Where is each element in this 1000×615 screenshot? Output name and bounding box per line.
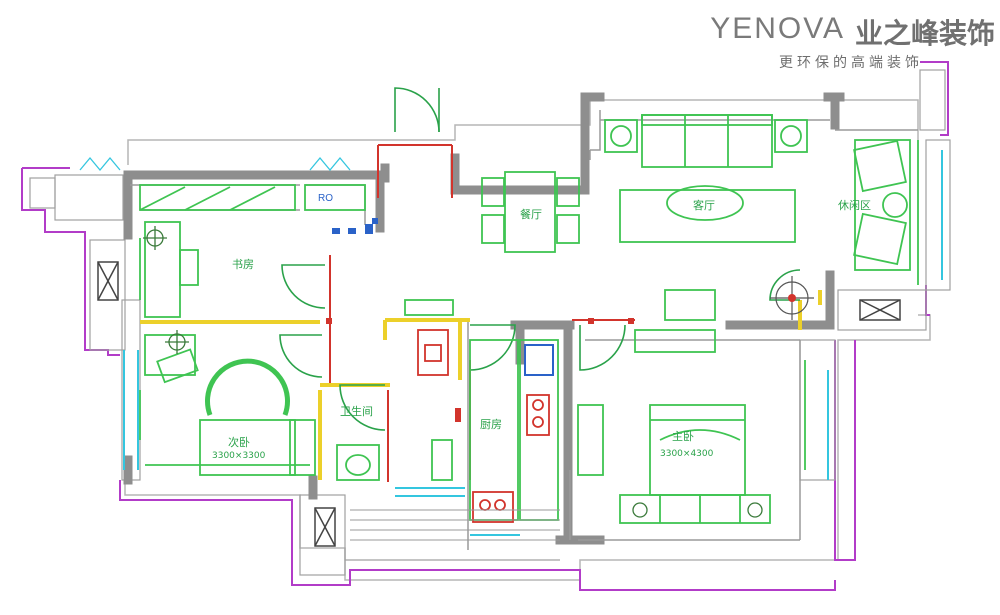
room-label-dining: 餐厅 xyxy=(520,207,542,221)
room-label-bedroom2: 次卧 xyxy=(228,435,250,449)
brand-logo: YENOVA 业之峰装饰 更环保的高端装饰 xyxy=(690,12,995,72)
main-walls xyxy=(123,92,845,545)
brand-slogan: 更环保的高端装饰 xyxy=(779,55,923,71)
entry-door xyxy=(394,87,440,133)
bedroom2-furniture xyxy=(144,334,316,476)
room-label-bath: 卫生间 xyxy=(340,404,373,418)
room-label-study: 书房 xyxy=(232,258,254,271)
entry-steps xyxy=(350,509,560,541)
room-label-leisure: 休闲区 xyxy=(838,198,871,212)
master-dimensions: 3300×4300 xyxy=(660,449,714,459)
leisure-door xyxy=(769,269,801,301)
bedroom2-dimensions: 3300×3300 xyxy=(212,451,266,461)
room-label-kitchen: 厨房 xyxy=(480,418,502,431)
bedroom2-door xyxy=(279,334,323,378)
kitchen-fixtures xyxy=(469,339,559,523)
cyan-windows xyxy=(123,150,943,536)
door-swings xyxy=(279,87,801,431)
brand-latin-name: YENOVA xyxy=(710,12,845,45)
blue-equipment xyxy=(332,218,378,234)
room-lamp-icons xyxy=(143,226,763,518)
green-windows xyxy=(139,140,919,470)
bathroom-fixtures xyxy=(336,299,454,481)
room-label-master: 主卧 xyxy=(672,430,694,443)
shaft-x-marks xyxy=(97,261,901,547)
plant-icons xyxy=(79,156,351,172)
red-accents xyxy=(326,318,634,422)
living-room-furniture xyxy=(604,114,808,243)
kitchen-door xyxy=(469,324,516,371)
study-door xyxy=(281,264,326,309)
leisure-furniture xyxy=(853,139,911,271)
master-bedroom-furniture xyxy=(577,289,771,524)
master-door xyxy=(579,324,626,371)
dining-table xyxy=(481,171,580,253)
bath-door xyxy=(339,384,386,431)
study-furniture xyxy=(139,184,366,318)
ceiling-light-icon xyxy=(770,276,814,320)
ac-unit-label: RO xyxy=(318,193,333,204)
brand-chinese-name: 业之峰装饰 xyxy=(854,17,995,50)
room-label-living: 客厅 xyxy=(693,198,715,212)
